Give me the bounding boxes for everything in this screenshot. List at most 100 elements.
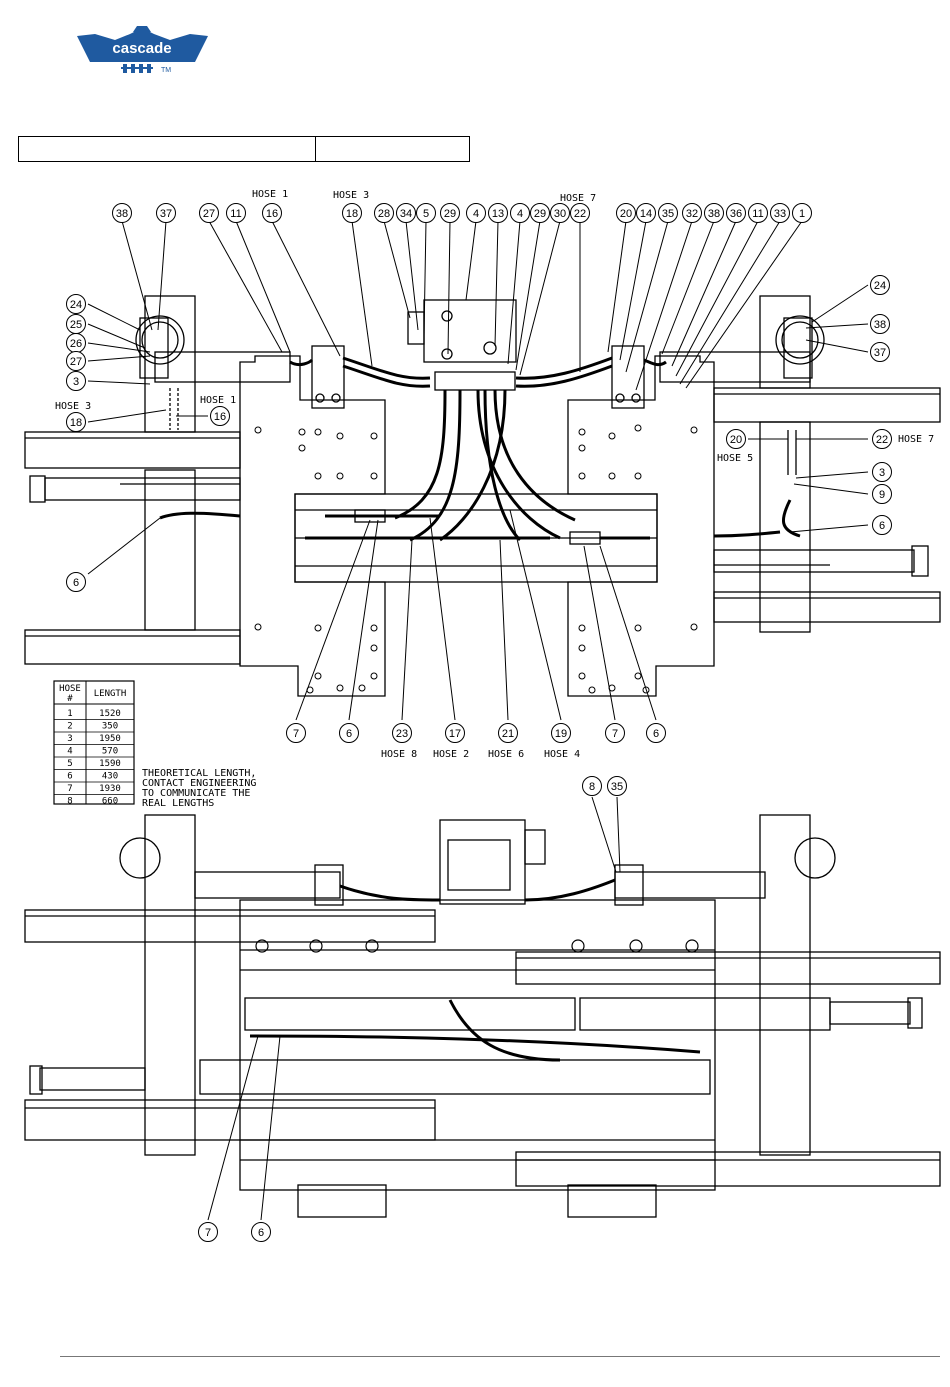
table-header-hash: # (67, 694, 73, 704)
callout-top-9: 29 (444, 208, 456, 220)
callout-top-10: 4 (473, 208, 479, 220)
callout-mid-5: 19 (555, 728, 567, 740)
table-cell-length: 660 (102, 797, 118, 807)
table-cell-length: 350 (102, 722, 118, 732)
callout-top-14-circle (550, 203, 570, 223)
callout-lower-bottom-0-circle (198, 1222, 218, 1242)
callout-top-7: 34 (400, 208, 412, 220)
callout-top-15-circle (570, 203, 590, 223)
label-hose-3-top: HOSE 3 (333, 190, 369, 201)
callout-top-8: 5 (423, 208, 429, 220)
callout-top-13-circle (530, 203, 550, 223)
cascade-logo: cascade TM (75, 26, 210, 76)
callout-mid-1: 6 (346, 728, 352, 740)
callout-right-4-circle (872, 429, 892, 449)
callout-lower-top-0: 8 (589, 781, 595, 793)
callout-top-12-circle (510, 203, 530, 223)
callout-top-5-circle (342, 203, 362, 223)
callout-left-5: 18 (70, 417, 82, 429)
table-header-hose: HOSE (59, 684, 81, 694)
callout-left-0: 24 (70, 299, 82, 311)
callout-top-11-circle (488, 203, 508, 223)
callout-top-3: 11 (230, 208, 241, 220)
callout-mid-2: 23 (396, 728, 408, 740)
table-cell-hose: 1 (67, 709, 72, 719)
callout-mid-0-circle (286, 723, 306, 743)
note-line-1: THEORETICAL LENGTH, (142, 768, 256, 779)
label-hose-1-top: HOSE 1 (252, 189, 288, 200)
callout-right-1: 38 (874, 319, 886, 331)
callout-mid-4-circle (498, 723, 518, 743)
callout-left-lower-0-circle (66, 572, 86, 592)
table-cell-length: 1590 (99, 759, 121, 769)
label-hose-8: HOSE 8 (381, 749, 417, 760)
label-hose-4: HOSE 4 (544, 749, 580, 760)
callout-right-1-circle (870, 314, 890, 334)
callout-top-15: 22 (574, 208, 586, 220)
callout-lower-bottom-1: 6 (258, 1227, 264, 1239)
lower-right-post (759, 814, 811, 1156)
callout-top-5: 18 (346, 208, 358, 220)
callout-left-4: 3 (73, 376, 79, 388)
callout-top-1: 37 (160, 208, 172, 220)
callout-right-2-circle (870, 342, 890, 362)
callout-top-4: 16 (266, 208, 278, 220)
table-cell-hose: 7 (67, 784, 72, 794)
callout-lower-top-0-circle (582, 776, 602, 796)
callout-left-1: 25 (70, 319, 82, 331)
callout-mid-0: 7 (293, 728, 299, 740)
callout-top-0: 38 (116, 208, 128, 220)
table-cell-hose: 8 (67, 797, 72, 807)
callout-right-3: 20 (730, 434, 742, 446)
callout-right-4: 22 (876, 434, 888, 446)
callout-right-5: 3 (879, 467, 885, 479)
callout-top-21: 36 (730, 208, 742, 220)
footer-rule (60, 1356, 940, 1357)
callout-top-22: 11 (752, 208, 763, 220)
callout-left-6: 16 (214, 411, 226, 423)
callout-top-17-circle (636, 203, 656, 223)
valve-block (423, 299, 517, 363)
lower-right-rail (515, 951, 941, 985)
callout-top-21-circle (726, 203, 746, 223)
callout-left-0-circle (66, 294, 86, 314)
label-hose-7-top: HOSE 7 (560, 193, 596, 204)
callout-top-22-circle (748, 203, 768, 223)
callout-mid-5-circle (551, 723, 571, 743)
callout-top-19-circle (682, 203, 702, 223)
right-bottom-rail (713, 591, 941, 623)
callout-right-6-circle (872, 484, 892, 504)
callout-top-23: 33 (774, 208, 786, 220)
callout-top-2-circle (199, 203, 219, 223)
callout-top-18: 35 (662, 208, 674, 220)
table-cell-length: 430 (102, 772, 118, 782)
callout-top-12: 4 (517, 208, 523, 220)
brand-name: cascade (112, 40, 171, 57)
callout-top-2: 27 (203, 208, 215, 220)
callout-top-14: 30 (554, 208, 566, 220)
callout-top-19: 32 (686, 208, 698, 220)
callout-top-24-circle (792, 203, 812, 223)
note-line-2: CONTACT ENGINEERING (142, 778, 256, 789)
table-cell-hose: 5 (67, 759, 72, 769)
callout-left-lower-0: 6 (73, 577, 79, 589)
callout-lower-bottom-1-circle (251, 1222, 271, 1242)
callout-top-10-circle (466, 203, 486, 223)
callout-left-3-circle (66, 351, 86, 371)
callout-right-5-circle (872, 462, 892, 482)
callout-top-23-circle (770, 203, 790, 223)
callout-mid-3-circle (445, 723, 465, 743)
lower-left-post (144, 814, 196, 1156)
callout-left-5-circle (66, 412, 86, 432)
callout-top-7-circle (396, 203, 416, 223)
callout-lower-top-1: 35 (611, 781, 623, 793)
callout-top-1-circle (156, 203, 176, 223)
title-cell-description (19, 137, 316, 161)
callout-mid-6: 7 (612, 728, 618, 740)
table-cell-hose: 3 (67, 734, 72, 744)
callout-mid-4: 21 (502, 728, 514, 740)
callout-right-7: 6 (879, 520, 885, 532)
table-cell-length: 570 (102, 747, 118, 757)
